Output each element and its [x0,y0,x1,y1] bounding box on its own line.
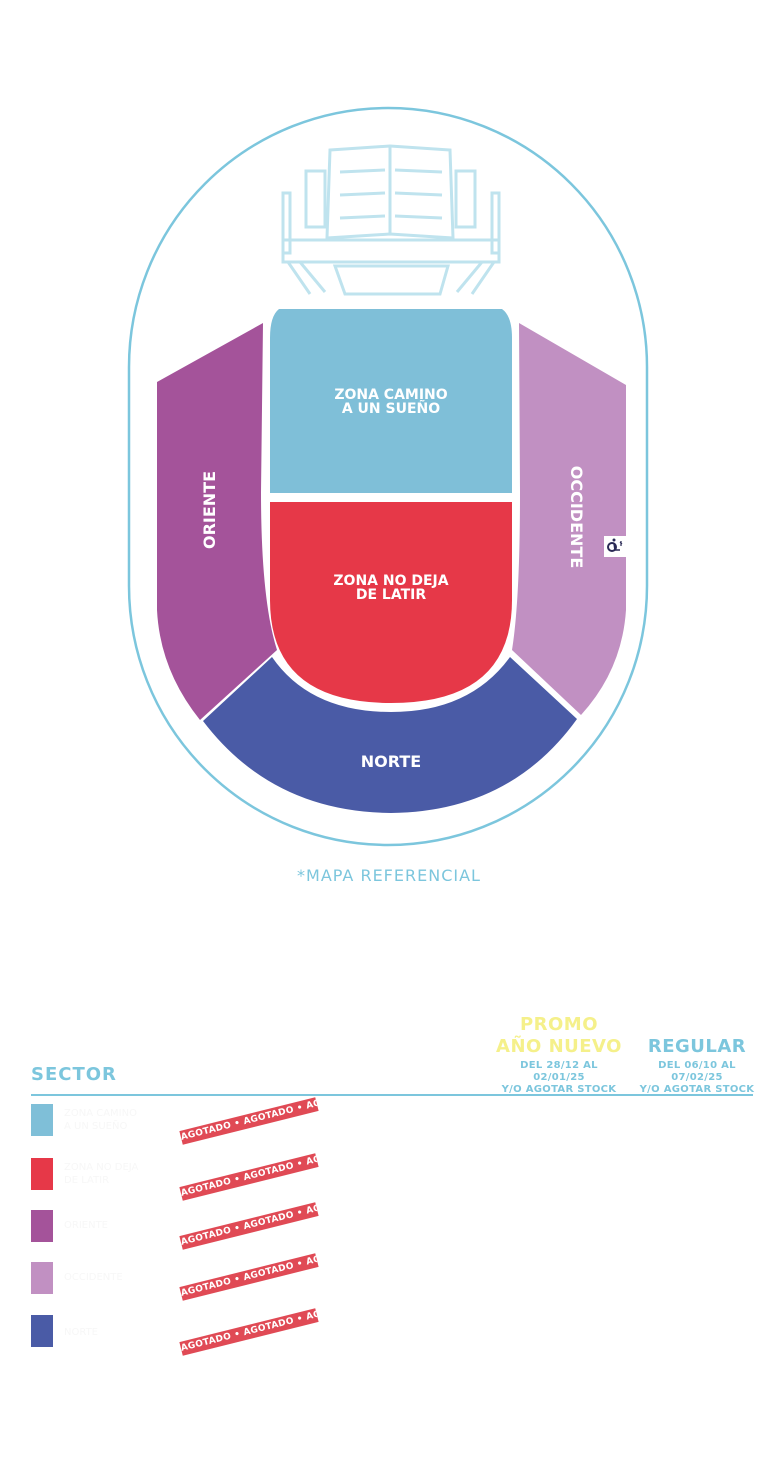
sector-swatch [31,1104,53,1136]
zone-nodeja-label-2: DE LATIR [356,587,426,603]
soldout-ribbon: AGOTADO • AGOTADO • AGOTADO • AGOTADO [179,1253,319,1301]
zone-camino [270,309,512,493]
stage-icon [281,144,501,296]
zone-camino-label-2: A UN SUEÑO [342,400,440,417]
zone-norte-label: NORTE [361,752,421,771]
venue-map: ZONA CAMINO A UN SUEÑO ZONA NO DEJA DE L… [127,106,649,847]
sector-name: NORTE [64,1327,98,1338]
wheelchair-icon [604,536,626,557]
promo-stock: Y/O AGOTAR STOCK [501,1084,617,1095]
column-header-regular: REGULAR DEL 06/10 AL 07/02/25 Y/O AGOTAR… [632,1036,762,1096]
zone-norte [203,657,577,813]
zone-oriente [157,323,277,720]
regular-date: DEL 06/10 AL 07/02/25 [658,1060,736,1083]
sector-swatch [31,1158,53,1190]
regular-title: REGULAR [647,1036,747,1057]
sector-swatch [31,1262,53,1294]
sector-swatch [31,1210,53,1242]
map-reference-note: *MAPA REFERENCIAL [297,866,481,885]
table-row: NORTE AGOTADO • AGOTADO • AGOTADO • AGOT… [0,1308,768,1356]
table-row: OCCIDENTE AGOTADO • AGOTADO • AGOTADO • … [0,1253,768,1302]
soldout-ribbon: AGOTADO • AGOTADO • AGOTADO • AGOTADO [179,1097,319,1145]
sector-swatch [31,1315,53,1347]
sector-name: OCCIDENTE [64,1272,123,1283]
promo-title-1: PROMO [519,1014,599,1035]
regular-stock: Y/O AGOTAR STOCK [639,1084,755,1095]
column-header-promo: PROMO AÑO NUEVO DEL 28/12 AL 02/01/25 Y/… [493,1014,625,1096]
sector-header: SECTOR [31,1064,117,1085]
promo-date: DEL 28/12 AL 02/01/25 [520,1060,598,1083]
zone-camino-label-1: ZONA CAMINO [334,387,447,403]
arena-outline [127,106,649,847]
table-divider [31,1094,753,1096]
soldout-ribbon: AGOTADO • AGOTADO • AGOTADO • AGOTADO [179,1308,319,1356]
zone-nodeja-label-1: ZONA NO DEJA [333,573,448,589]
soldout-ribbon: AGOTADO • AGOTADO • AGOTADO • AGOTADO [179,1202,319,1250]
soldout-ribbon: AGOTADO • AGOTADO • AGOTADO • AGOTADO [179,1153,319,1201]
zone-nodeja [270,502,512,703]
zone-occidente-label: OCCIDENTE [567,466,586,568]
sector-name: ORIENTE [64,1220,108,1231]
zone-occidente [512,323,626,715]
promo-title-2: AÑO NUEVO [496,1036,622,1057]
table-row: ORIENTE AGOTADO • AGOTADO • AGOTADO • AG… [0,1202,768,1250]
zone-oriente-label: ORIENTE [200,471,219,549]
